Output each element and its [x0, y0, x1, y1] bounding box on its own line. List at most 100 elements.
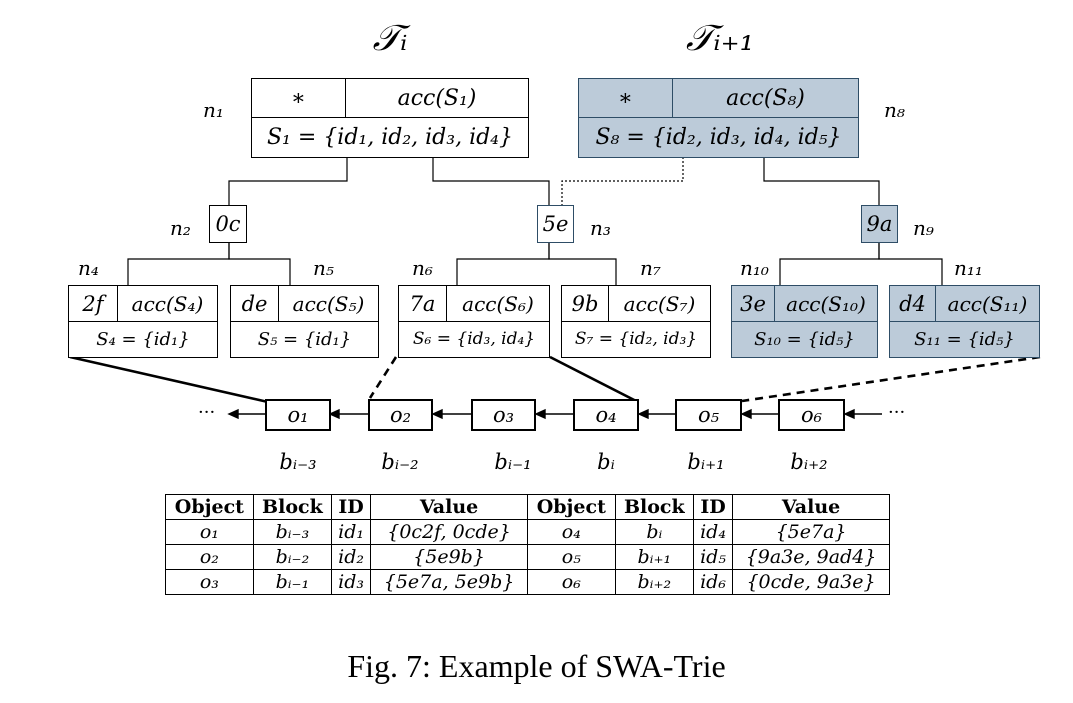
block-label: bᵢ₊₁ [687, 450, 725, 474]
table-header: Block [252, 494, 333, 520]
object-o5: o₅ [675, 399, 742, 431]
node-n10: 3e acc(S₁₀) S₁₀ = {id₅} [731, 285, 878, 358]
node-n11: d4 acc(S₁₁) S₁₁ = {id₅} [889, 285, 1040, 358]
table-cell: bᵢ₊₁ [614, 544, 694, 570]
node-n9: 9a [861, 205, 898, 243]
node-n6-set: S₆ = {id₃, id₄} [412, 329, 536, 349]
node-label-n4: n₄ [78, 256, 99, 280]
node-label-n11: n₁₁ [954, 256, 983, 280]
right-tree-title: 𝒯ᵢ₊₁ [685, 18, 755, 59]
node-n7-set: S₇ = {id₂, id₃} [574, 329, 698, 349]
node-n7-key: 9b [571, 291, 599, 316]
block-label: bᵢ₋₃ [279, 450, 317, 474]
node-n7: 9b acc(S₇) S₇ = {id₂, id₃} [561, 285, 711, 358]
table-header: Object [165, 494, 254, 520]
node-label-n1: n₁ [203, 98, 224, 122]
node-n8-acc: acc(S₈) [672, 79, 858, 117]
node-n5-acc: acc(S₅) [278, 286, 378, 321]
node-n11-set: S₁₁ = {id₅} [914, 328, 1015, 350]
table-row: o₃ bᵢ₋₁ id₃ {5e7a, 5e9b} o₆ bᵢ₊₂ id₆ {0c… [165, 569, 890, 595]
node-n1-set: S₁ = {id₁, id₂, id₃, id₄} [266, 124, 514, 150]
table-header: ID [692, 494, 734, 520]
node-n10-acc: acc(S₁₀) [774, 286, 877, 321]
table-header: Value [370, 494, 528, 520]
node-n1-acc: acc(S₁) [345, 79, 528, 117]
node-n5-set: S₅ = {id₁} [257, 328, 352, 350]
object-o3: o₃ [471, 399, 536, 431]
object-o1: o₁ [265, 399, 331, 431]
object-o4: o₄ [573, 399, 639, 431]
left-tree-title: 𝒯ᵢ [372, 18, 408, 59]
node-n5: de acc(S₅) S₅ = {id₁} [230, 285, 379, 358]
node-label-n2: n₂ [170, 216, 191, 240]
node-n10-key: 3e [740, 291, 766, 316]
table-cell: o₄ [526, 519, 616, 545]
table-cell: bᵢ₋₂ [252, 544, 333, 570]
table-cell: {5e7a, 5e9b} [370, 569, 528, 595]
table-cell: id₄ [692, 519, 734, 545]
object-o2: o₂ [368, 399, 433, 431]
table-cell: {5e9b} [370, 544, 528, 570]
block-label: bᵢ [597, 450, 615, 474]
table-cell: {0cde, 9a3e} [732, 569, 890, 595]
node-n6-acc: acc(S₆) [446, 286, 549, 321]
table-header: Value [732, 494, 890, 520]
node-label-n3: n₃ [590, 216, 611, 240]
table-cell: bᵢ₋₃ [252, 519, 333, 545]
node-n6-key: 7a [409, 291, 436, 316]
figure-caption: Fig. 7: Example of SWA-Trie [347, 648, 726, 684]
table-header: Object [526, 494, 616, 520]
node-n4: 2f acc(S₄) S₄ = {id₁} [68, 285, 218, 358]
node-n1: ∗ acc(S₁) S₁ = {id₁, id₂, id₃, id₄} [251, 78, 529, 158]
node-label-n5: n₅ [313, 256, 334, 280]
table-cell: o₆ [526, 569, 616, 595]
table-header: ID [331, 494, 372, 520]
node-n6: 7a acc(S₆) S₆ = {id₃, id₄} [398, 285, 550, 358]
table-row: o₂ bᵢ₋₂ id₂ {5e9b} o₅ bᵢ₊₁ id₅ {9a3e, 9a… [165, 544, 890, 570]
table-header: Block [614, 494, 694, 520]
table-cell: id₅ [692, 544, 734, 570]
node-n4-set: S₄ = {id₁} [96, 328, 190, 350]
chain-ellipsis-left: ··· [198, 402, 216, 423]
block-label: bᵢ₋₁ [494, 450, 532, 474]
table-cell: bᵢ₋₁ [252, 569, 333, 595]
node-label-n10: n₁₀ [740, 256, 769, 280]
node-n11-acc: acc(S₁₁) [935, 286, 1039, 321]
table-cell: id₃ [331, 569, 372, 595]
node-n8-set: S₈ = {id₂, id₃, id₄, id₅} [595, 124, 842, 150]
node-n7-acc: acc(S₇) [608, 286, 710, 321]
table-cell: bᵢ₊₂ [614, 569, 694, 595]
node-label-n7: n₇ [640, 256, 661, 280]
table-cell: id₂ [331, 544, 372, 570]
table-cell: o₅ [526, 544, 616, 570]
chain-ellipsis-right: ··· [888, 402, 906, 423]
object-table: Object Block ID Value Object Block ID Va… [165, 494, 890, 595]
node-label-n9: n₉ [913, 216, 934, 240]
table-cell: o₃ [165, 569, 254, 595]
block-label: bᵢ₊₂ [790, 450, 828, 474]
node-n1-key: ∗ [291, 85, 306, 111]
node-n10-set: S₁₀ = {id₅} [754, 328, 855, 350]
table-cell: {5e7a} [732, 519, 890, 545]
node-n4-key: 2f [82, 291, 104, 316]
table-cell: id₁ [331, 519, 372, 545]
node-label-n6: n₆ [412, 256, 433, 280]
node-n3: 5e [537, 205, 574, 243]
table-header-row: Object Block ID Value Object Block ID Va… [165, 494, 890, 520]
object-o6: o₆ [778, 399, 845, 431]
node-n4-acc: acc(S₄) [117, 286, 217, 321]
table-cell: o₂ [165, 544, 254, 570]
node-n5-key: de [241, 291, 268, 316]
node-n8: ∗ acc(S₈) S₈ = {id₂, id₃, id₄, id₅} [578, 78, 859, 158]
node-n8-key: ∗ [618, 85, 633, 111]
table-cell: bᵢ [614, 519, 694, 545]
node-n11-key: d4 [899, 291, 926, 316]
table-cell: id₆ [692, 569, 734, 595]
block-label: bᵢ₋₂ [381, 450, 419, 474]
table-row: o₁ bᵢ₋₃ id₁ {0c2f, 0cde} o₄ bᵢ id₄ {5e7a… [165, 519, 890, 545]
table-cell: o₁ [165, 519, 254, 545]
node-label-n8: n₈ [884, 98, 905, 122]
table-cell: {9a3e, 9ad4} [732, 544, 890, 570]
node-n2: 0c [209, 205, 247, 243]
